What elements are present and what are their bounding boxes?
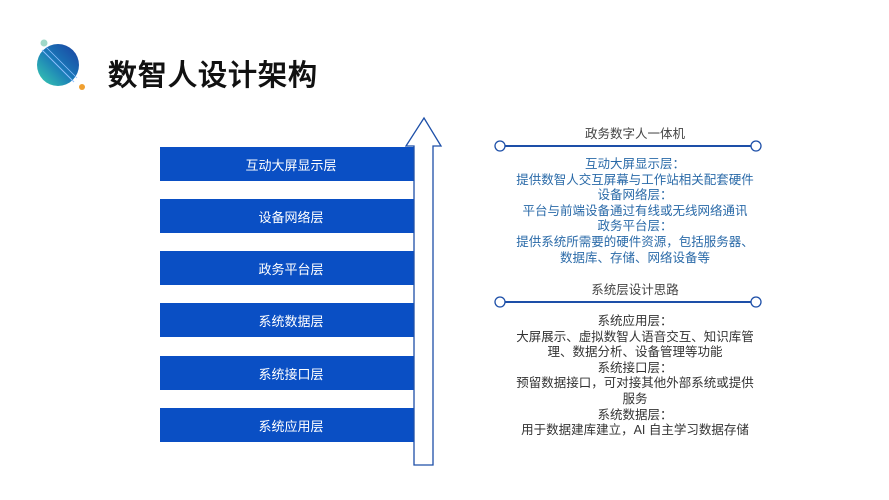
- text-line: 大屏展示、虚拟数智人语音交互、知识库管: [516, 329, 754, 344]
- layer-bar: 系统应用层: [160, 408, 422, 442]
- text-line: 用于数据建库建立，AI 自主学习数据存储: [521, 423, 749, 438]
- logo-icon: [37, 39, 85, 90]
- text-line: 系统数据层：: [597, 407, 673, 422]
- text-line: 政务平台层：: [597, 219, 673, 234]
- text-line: 平台与前端设备通过有线或无线网络通讯: [522, 203, 748, 218]
- layer-bar: 系统接口层: [160, 356, 422, 390]
- text-line: 数据库、存储、网络设备等: [559, 250, 710, 265]
- section-text: 系统应用层： 大屏展示、虚拟数智人语音交互、知识库管 理、数据分析、设备管理等功…: [490, 314, 780, 439]
- text-line: 理、数据分析、设备管理等功能: [547, 345, 723, 360]
- layer-bar: 系统数据层: [160, 303, 422, 337]
- text-line: 设备网络层：: [597, 188, 673, 203]
- layer-bar: 互动大屏显示层: [160, 147, 422, 181]
- text-line: 提供数智人交互屏幕与工作站相关配套硬件: [516, 172, 754, 187]
- section-title: 系统层设计思路: [591, 283, 679, 297]
- layer-bar: 设备网络层: [160, 199, 422, 233]
- up-arrow-icon: [404, 116, 443, 466]
- page-title: 数智人设计架构: [108, 60, 319, 92]
- text-line: 服务: [622, 391, 648, 406]
- text-line: 系统应用层：: [597, 314, 673, 328]
- text-line: 互动大屏显示层：: [584, 157, 685, 171]
- text-line: 提供系统所需要的硬件资源，包括服务器、: [516, 234, 754, 249]
- connector-line: [494, 296, 762, 308]
- section-text: 互动大屏显示层： 提供数智人交互屏幕与工作站相关配套硬件 设备网络层： 平台与前…: [490, 157, 780, 266]
- text-line: 系统接口层：: [597, 360, 673, 375]
- layer-bar: 政务平台层: [160, 251, 422, 285]
- connector-line: [494, 140, 762, 152]
- text-line: 预留数据接口，可对接其他外部系统或提供: [516, 376, 754, 391]
- section-title: 政务数字人一体机: [584, 127, 685, 141]
